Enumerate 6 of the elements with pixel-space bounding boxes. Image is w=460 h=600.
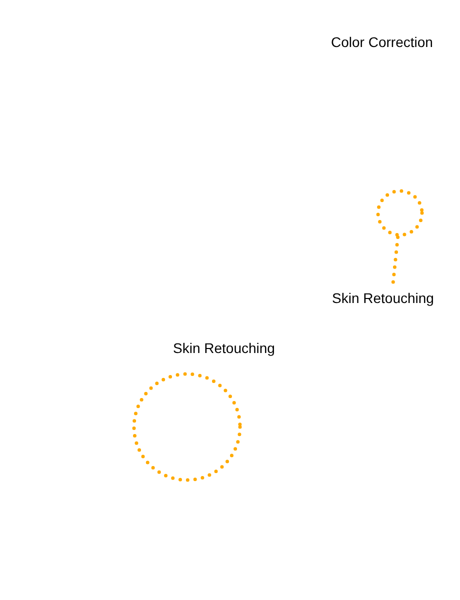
callout-label: Skin Retouching xyxy=(332,290,434,306)
dotted-circle xyxy=(376,189,424,237)
leader-line xyxy=(391,233,400,284)
region-label: Skin Retouching xyxy=(173,340,275,356)
dotted-circle xyxy=(132,372,242,482)
heading-label: Color Correction xyxy=(331,34,433,50)
